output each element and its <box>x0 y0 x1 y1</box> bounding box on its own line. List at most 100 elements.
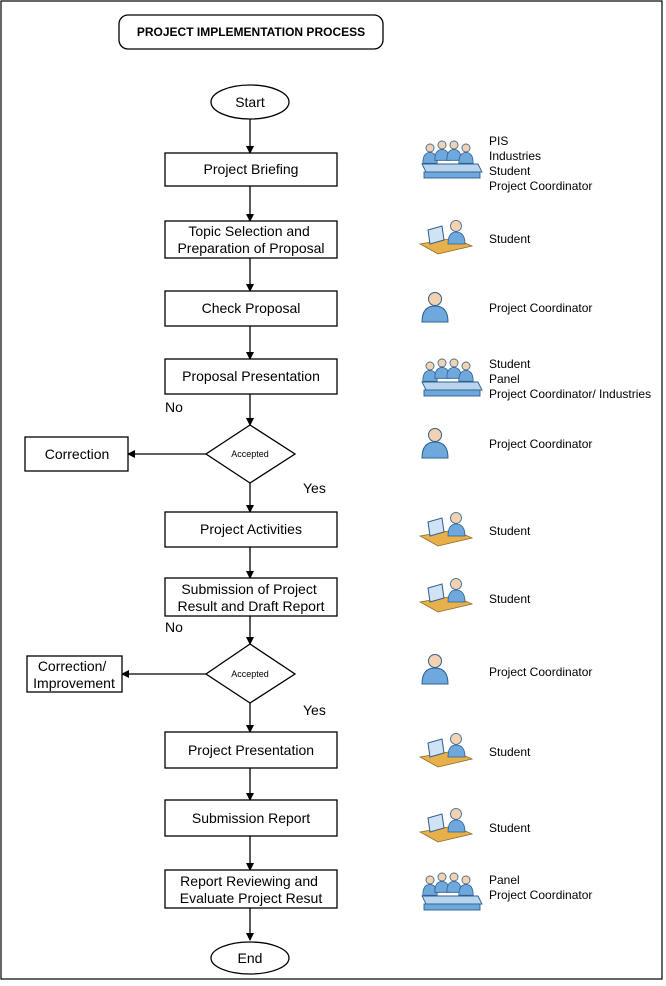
step-box <box>164 290 338 327</box>
person-icon <box>421 654 449 685</box>
step-label-line: Result and Draft Report <box>177 598 324 614</box>
meeting-group-icon <box>421 140 483 179</box>
step-label: Submission of Project Result and Draft R… <box>177 581 324 614</box>
end-node <box>210 941 290 975</box>
correction-improvement-box <box>26 655 123 693</box>
role-text: Student <box>489 232 531 246</box>
step-label-line: Check Proposal <box>202 300 301 316</box>
step-box <box>164 152 338 187</box>
start-label: Start <box>235 94 265 110</box>
role-line: Student <box>489 821 531 835</box>
step-label-line: Report Reviewing and <box>180 873 318 889</box>
step-label-line: Topic Selection and <box>188 223 309 239</box>
step-label-line: Evaluate Project Resut <box>180 890 323 906</box>
role-line: Project Coordinator <box>489 301 592 315</box>
meeting-group-icon <box>421 872 483 911</box>
role-line: Student <box>489 745 531 759</box>
role-line: Project Coordinator <box>489 437 592 451</box>
student-at-desk-icon <box>418 512 474 547</box>
step-label: Submission Report <box>192 810 310 826</box>
role-entry: Student Panel Project Coordinator/ Indus… <box>421 357 651 401</box>
role-entry: Student <box>418 512 531 547</box>
role-entry: Student <box>418 220 531 255</box>
step-label: Topic Selection and Preparation of Propo… <box>177 223 324 256</box>
role-line: Project Coordinator/ Industries <box>489 387 651 401</box>
decision-label: Accepted <box>231 449 269 459</box>
role-entry: Student <box>418 578 531 613</box>
role-entry: Panel Project Coordinator <box>421 872 592 911</box>
role-text: Student <box>489 821 531 835</box>
role-text: Project Coordinator <box>489 301 592 315</box>
no-label: No <box>165 619 183 635</box>
no-label: No <box>165 399 183 415</box>
role-line: Project Coordinator <box>489 665 592 679</box>
role-line: Industries <box>489 149 541 163</box>
role-entry: Project Coordinator <box>421 654 592 685</box>
student-at-desk-icon <box>418 808 474 843</box>
decision-label: Accepted <box>231 669 269 679</box>
step-label-line: Project Activities <box>200 521 302 537</box>
correction-label-line: Correction/ <box>38 658 107 674</box>
role-entry: Student <box>418 733 531 768</box>
role-line: Student <box>489 357 531 371</box>
role-text: Student Panel Project Coordinator/ Indus… <box>489 357 651 401</box>
correction-label-line: Improvement <box>33 675 115 691</box>
yes-label: Yes <box>303 702 326 718</box>
role-line: Student <box>489 592 531 606</box>
student-at-desk-icon <box>418 578 474 613</box>
role-text: Project Coordinator <box>489 665 592 679</box>
step-box <box>164 731 338 769</box>
meeting-group-icon <box>421 358 483 397</box>
roles-column: PIS Industries Student Project Coordinat… <box>418 134 651 911</box>
role-text: Student <box>489 592 531 606</box>
step-box <box>164 511 338 548</box>
title-box <box>118 14 384 50</box>
role-entry: Project Coordinator <box>421 428 592 459</box>
correction-label-line: Correction <box>45 446 110 462</box>
person-icon <box>421 428 449 459</box>
role-text: Student <box>489 524 531 538</box>
role-line: Student <box>489 232 531 246</box>
step-label: Project Activities <box>200 521 302 537</box>
role-text: PIS Industries Student Project Coordinat… <box>489 134 592 193</box>
step-label-line: Submission of Project <box>181 581 317 597</box>
correction-improvement-label: Correction/ Improvement <box>33 658 115 691</box>
step-label-line: Project Presentation <box>188 742 314 758</box>
correction-box <box>24 436 129 472</box>
end-label: End <box>238 950 263 966</box>
person-icon <box>421 292 449 323</box>
role-line: PIS <box>489 134 508 148</box>
student-at-desk-icon <box>418 220 474 255</box>
decision-diamond <box>204 643 297 704</box>
step-box <box>164 577 338 617</box>
role-entry: Project Coordinator <box>421 292 592 323</box>
role-text: Student <box>489 745 531 759</box>
student-at-desk-icon <box>418 733 474 768</box>
process-steps: Project Briefing Topic Selection and Pre… <box>164 152 338 909</box>
role-line: Panel <box>489 372 520 386</box>
step-label: Project Presentation <box>188 742 314 758</box>
step-label: Check Proposal <box>202 300 301 316</box>
decisions: Accepted No Yes Correction Accepted No Y… <box>24 399 326 718</box>
step-box <box>164 358 338 395</box>
role-line: Student <box>489 164 531 178</box>
step-label: Report Reviewing and Evaluate Project Re… <box>180 873 323 906</box>
role-text: Panel Project Coordinator <box>489 873 592 902</box>
correction-label: Correction <box>45 446 110 462</box>
diagram-title: PROJECT IMPLEMENTATION PROCESS <box>137 25 365 39</box>
role-entry: Student <box>418 808 531 843</box>
role-line: Project Coordinator <box>489 888 592 902</box>
step-box <box>164 220 338 259</box>
decision-diamond <box>204 424 297 484</box>
step-label: Project Briefing <box>204 161 299 177</box>
role-line: Project Coordinator <box>489 179 592 193</box>
step-label-line: Project Briefing <box>204 161 299 177</box>
role-entry: PIS Industries Student Project Coordinat… <box>421 134 592 193</box>
step-label-line: Proposal Presentation <box>182 368 320 384</box>
step-label: Proposal Presentation <box>182 368 320 384</box>
step-label-line: Preparation of Proposal <box>177 240 324 256</box>
step-box <box>164 869 338 909</box>
